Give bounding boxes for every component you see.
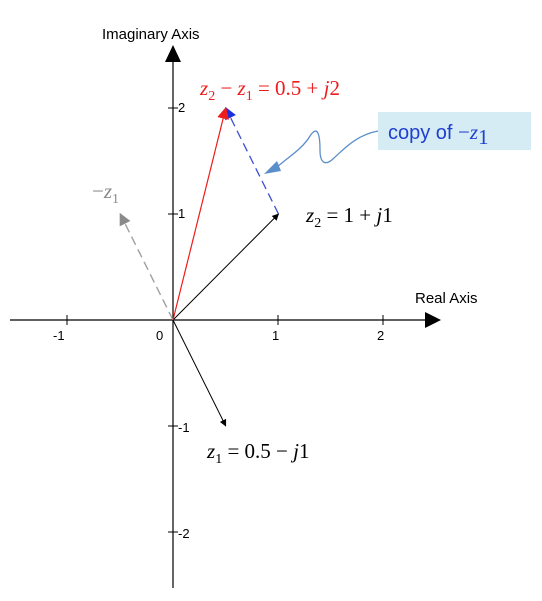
vector-copy-neg-z1 [225,106,280,215]
label-z2: z2 = 1 + j1 [305,203,393,231]
callout-label: copy of −z1 [388,120,489,149]
tick-marks [66,107,384,533]
callout-pointer-head [264,161,281,174]
callout-box [378,112,531,150]
real-axis-arrowhead [425,312,441,328]
label-neg-z1: −z1 [92,179,119,207]
x-tick-label-2: 2 [377,328,384,343]
vector-neg-z1 [119,212,174,321]
label-z1: z1 = 0.5 − j1 [206,439,309,467]
imaginary-axis-title: Imaginary Axis [102,26,200,43]
x-tick-label-neg1: -1 [53,328,65,343]
label-z2-minus-z1: z2 − z1 = 0.5 + j2 [199,76,340,104]
x-tick-label-1: 1 [272,328,279,343]
y-tick-label-neg1: -1 [178,420,190,435]
real-axis-title: Real Axis [415,290,478,307]
origin-label: 0 [156,328,163,343]
vector-z2-minus-z1 [172,106,229,321]
callout-pointer [276,130,379,168]
imaginary-axis-arrowhead [165,45,181,62]
y-tick-label-2: 2 [178,100,185,115]
y-tick-label-1: 1 [178,206,185,221]
y-tick-label-neg2: -2 [178,526,190,541]
vector-z2 [172,213,279,321]
vector-z1 [172,319,227,427]
